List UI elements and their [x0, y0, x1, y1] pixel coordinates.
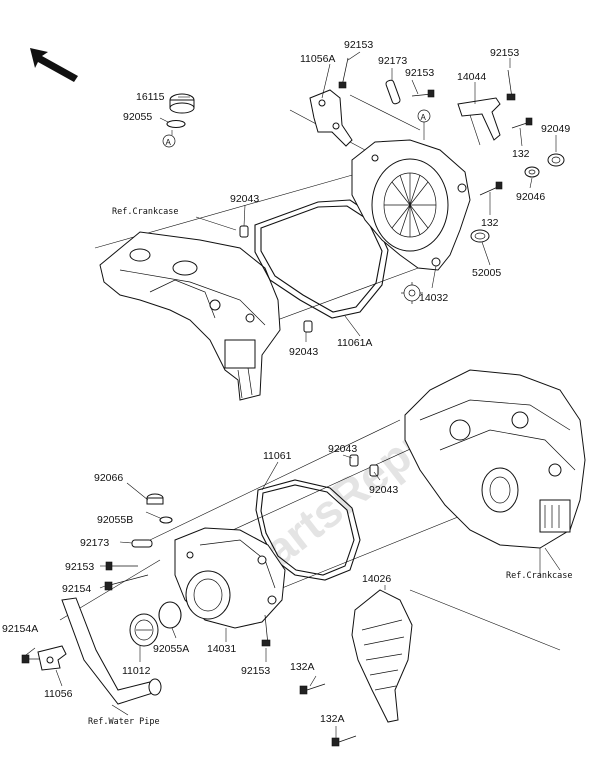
plug-92066	[146, 493, 164, 505]
bolt-92153-mid	[411, 89, 435, 98]
label-92154: 92154	[62, 583, 91, 595]
oring-92055	[166, 119, 186, 129]
bolt-92153-right	[506, 69, 516, 101]
bolt-92154	[104, 574, 149, 591]
label-14026: 14026	[362, 573, 391, 585]
bolt-132a-b	[331, 735, 357, 747]
label-92173-top: 92173	[378, 55, 407, 67]
label-52005: 52005	[472, 267, 501, 279]
label-14044: 14044	[457, 71, 486, 83]
callout-a-top: A	[417, 109, 431, 123]
crankcase-upper	[99, 231, 281, 401]
label-92043-c: 92043	[328, 443, 357, 455]
bracket-11056a	[309, 89, 353, 147]
label-132-a: 132	[512, 148, 530, 160]
ref-crankcase-low: Ref.Crankcase	[506, 571, 573, 581]
gasket-11061a	[254, 199, 389, 319]
label-92043-d: 92043	[369, 484, 398, 496]
guard-14026	[351, 589, 413, 723]
leader-lines-lower	[25, 454, 561, 738]
label-92153-top: 92153	[344, 39, 373, 51]
svg-text:A: A	[166, 138, 172, 147]
front-arrow-icon	[30, 48, 78, 82]
label-92154a: 92154A	[2, 623, 38, 635]
label-92153-low: 92153	[65, 561, 94, 573]
dowel-92043-c	[349, 454, 359, 467]
seal-52005	[470, 229, 490, 243]
oring-92055b	[159, 516, 173, 524]
clutch-cover-14032	[351, 139, 471, 271]
bolt-92153-bottom	[261, 614, 271, 647]
label-92153-mid: 92153	[405, 67, 434, 79]
bolt-92153-low	[105, 561, 138, 571]
dowel-92043-b	[303, 320, 313, 333]
label-14031: 14031	[207, 643, 236, 655]
label-92055: 92055	[123, 111, 152, 123]
label-92066: 92066	[94, 472, 123, 484]
bolt-92153-top	[338, 57, 349, 89]
bolt-132-a	[511, 117, 533, 129]
bracket-14044	[457, 97, 501, 141]
pin-92173-top	[385, 79, 401, 105]
pin-92173-low	[131, 539, 153, 548]
gasket-11061	[255, 479, 361, 581]
label-11012: 11012	[122, 665, 151, 677]
bolt-132-b	[479, 181, 503, 196]
callout-a-circle: A	[162, 134, 176, 148]
cap-11012	[129, 613, 159, 647]
label-132-b: 132	[481, 217, 499, 229]
label-132a-b: 132A	[320, 713, 345, 725]
label-132a-a: 132A	[290, 661, 315, 673]
label-92043-b: 92043	[289, 346, 318, 358]
label-92046: 92046	[516, 191, 545, 203]
oring-92055a	[158, 601, 182, 629]
label-92153-bottom: 92153	[241, 665, 270, 677]
leader-lines-upper	[159, 51, 557, 342]
label-92153-right: 92153	[490, 47, 519, 59]
label-92055a: 92055A	[153, 643, 189, 655]
plug-92049	[547, 153, 565, 167]
part-labels: 92153 11056A 92173 92153 92153 14044 161…	[2, 39, 570, 725]
label-92043-a: 92043	[230, 193, 259, 205]
svg-text:A: A	[421, 113, 427, 122]
dowel-92043-d	[369, 464, 379, 477]
label-11061: 11061	[263, 450, 292, 462]
generator-cover-14031	[174, 527, 286, 629]
label-92055b: 92055B	[97, 514, 133, 526]
label-16115: 16115	[136, 91, 165, 103]
label-11056: 11056	[44, 688, 73, 700]
bolt-92154a	[21, 654, 40, 664]
gear-stamp-icon	[401, 282, 423, 304]
dowel-92043-a	[239, 225, 249, 238]
ref-water-pipe: Ref.Water Pipe	[88, 717, 160, 727]
washer-92046	[524, 166, 540, 178]
label-11061a: 11061A	[337, 337, 372, 349]
label-11056a: 11056A	[300, 53, 335, 65]
label-14032: 14032	[419, 292, 448, 304]
label-92049: 92049	[541, 123, 570, 135]
water-pipe	[61, 597, 162, 705]
bracket-11056	[37, 645, 67, 671]
label-92173-low: 92173	[80, 537, 109, 549]
ref-crankcase-top: Ref.Crankcase	[112, 207, 179, 217]
reference-labels: Ref.Crankcase Ref.Crankcase Ref.Water Pi…	[88, 207, 573, 727]
bolt-132a-a	[299, 683, 326, 695]
crankcase-lower	[404, 369, 586, 549]
